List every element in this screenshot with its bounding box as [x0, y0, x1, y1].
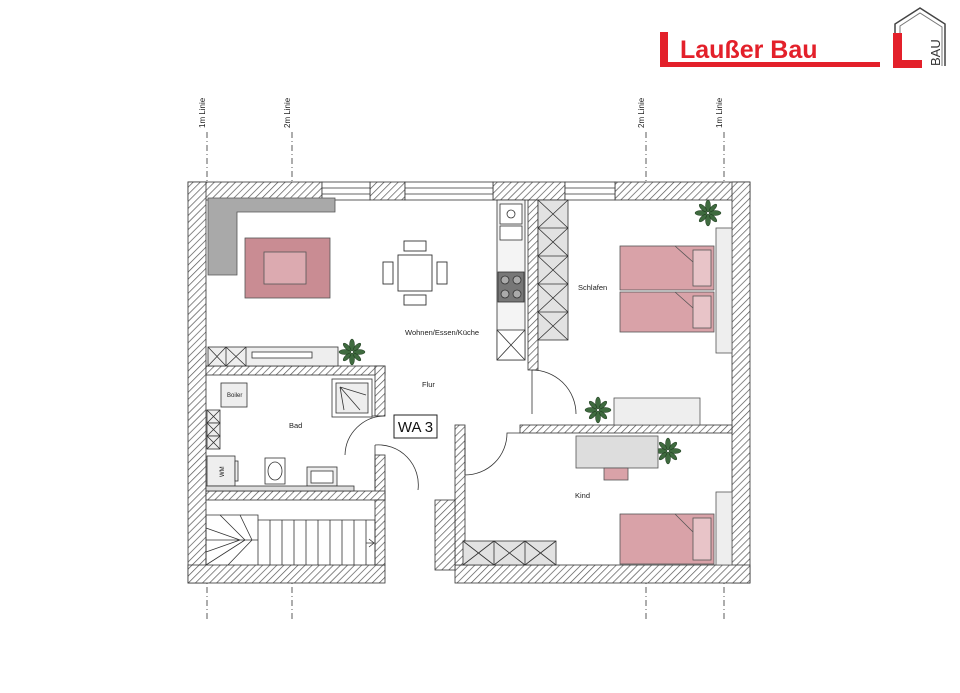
room-label-bath: Bad — [289, 421, 302, 430]
washer-label: WM — [220, 466, 226, 477]
boiler-label: Boiler — [227, 393, 242, 399]
room-label-living: Wohnen/Essen/Küche — [405, 328, 479, 337]
rug — [244, 237, 331, 299]
guide-label: 1m Linie — [715, 97, 724, 128]
wardrobe-child — [462, 540, 557, 566]
logo-text: Laußer Bau — [680, 36, 818, 64]
bed-single — [619, 491, 733, 566]
guide-label: 1m Linie — [198, 97, 207, 128]
logo-mark-text: BAU — [928, 39, 943, 66]
wardrobe-kitchen — [537, 199, 569, 341]
unit-label-text: WA 3 — [398, 419, 433, 436]
room-label-bedroom: Schlafen — [578, 283, 607, 292]
company-logo: Laußer Bau BAU — [660, 7, 946, 68]
sideboard — [207, 346, 339, 367]
room-label-hall: Flur — [422, 380, 435, 389]
dining-table — [382, 240, 448, 306]
bathroom-fixtures — [205, 378, 373, 492]
guide-label: 2m Linie — [637, 97, 646, 128]
guide-label: 2m Linie — [283, 97, 292, 128]
doors — [344, 369, 577, 491]
bed-double — [619, 227, 733, 354]
kitchen-counter — [496, 199, 526, 361]
desk — [575, 435, 659, 481]
unit-label: WA 3 — [393, 414, 438, 439]
sofa — [207, 197, 336, 276]
windows — [321, 181, 616, 201]
room-label-child: Kind — [575, 491, 590, 500]
staircase — [205, 514, 376, 566]
dresser — [613, 397, 701, 426]
